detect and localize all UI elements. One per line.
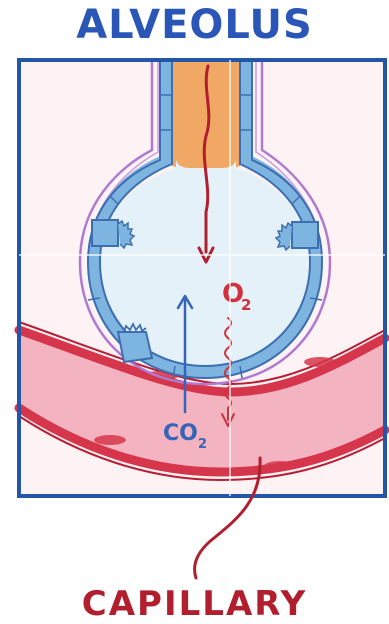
type-ii-pneumocyte-right: [276, 222, 318, 250]
co2-label: CO: [163, 421, 198, 446]
endothelial-nucleus: [94, 435, 126, 445]
capillary-label: CAPILLARY: [0, 584, 389, 624]
o2-subscript: 2: [241, 296, 251, 314]
co2-subscript: 2: [198, 437, 207, 452]
endothelial-nucleus: [264, 461, 296, 471]
endothelial-nucleus: [304, 357, 336, 367]
type-ii-pneumocyte-left: [92, 220, 134, 248]
